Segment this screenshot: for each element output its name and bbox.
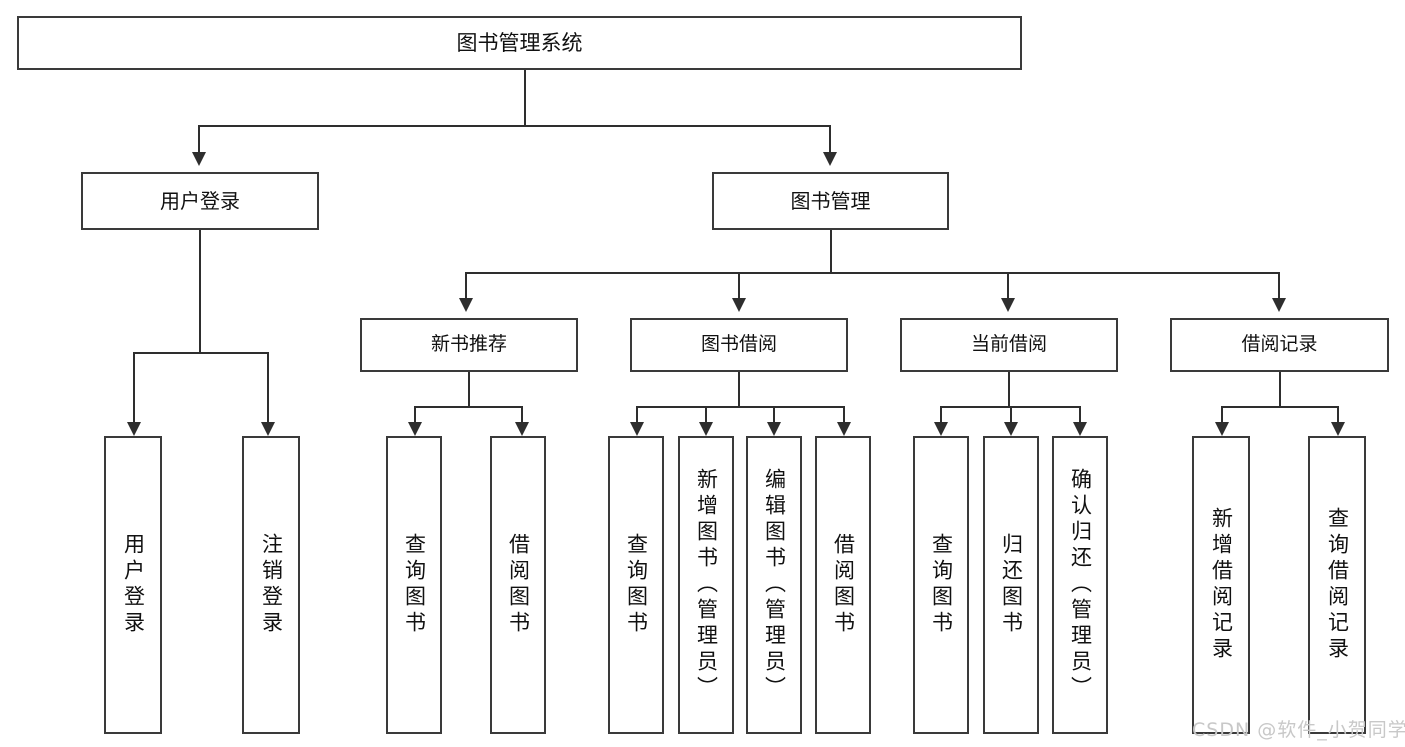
connector-bookborrow-drop-3 <box>773 406 775 422</box>
connector-bookmanage-bar <box>465 272 1279 274</box>
leaf-query-book-recommend[interactable]: 查询图书 <box>386 436 442 734</box>
node-label: 当前借阅 <box>970 333 1047 356</box>
connector-userlogin-drop-1 <box>133 352 135 422</box>
node-label: 图书管理 <box>790 188 871 213</box>
connector-bookmanage-drop-4 <box>1278 272 1280 298</box>
leaf-label: 注销登录 <box>259 533 284 637</box>
node-borrow-record[interactable]: 借阅记录 <box>1170 318 1389 372</box>
connector-newbook-drop-2 <box>521 406 523 422</box>
arrow-to-leaf-logout <box>261 422 275 436</box>
connector-bookborrow-bar <box>636 406 844 408</box>
node-current-borrow[interactable]: 当前借阅 <box>900 318 1118 372</box>
leaf-confirm-return-admin[interactable]: 确认归还（管理员） <box>1052 436 1108 734</box>
arrow-bookborrow-leaf-2 <box>699 422 713 436</box>
arrow-to-borrow-record <box>1272 298 1286 312</box>
connector-borrowrecord-drop-1 <box>1221 406 1223 422</box>
node-user-login[interactable]: 用户登录 <box>81 172 319 230</box>
leaf-user-login[interactable]: 用户登录 <box>104 436 162 734</box>
leaf-add-borrow-record[interactable]: 新增借阅记录 <box>1192 436 1250 734</box>
connector-userlogin-stem <box>199 230 201 352</box>
connector-currentborrow-drop-3 <box>1079 406 1081 422</box>
arrow-currentborrow-leaf-2 <box>1004 422 1018 436</box>
node-label: 图书借阅 <box>700 333 777 356</box>
leaf-label: 用户登录 <box>121 533 146 637</box>
connector-bookborrow-drop-4 <box>843 406 845 422</box>
leaf-edit-book-admin[interactable]: 编辑图书（管理员） <box>746 436 802 734</box>
leaf-add-book-admin[interactable]: 新增图书（管理员） <box>678 436 734 734</box>
connector-bookmanage-drop-1 <box>465 272 467 298</box>
connector-borrowrecord-bar <box>1221 406 1338 408</box>
connector-newbook-bar <box>414 406 522 408</box>
node-label: 用户登录 <box>160 188 240 213</box>
node-root-system[interactable]: 图书管理系统 <box>17 16 1022 70</box>
node-label: 新书推荐 <box>430 333 507 356</box>
leaf-borrow-book-recommend[interactable]: 借阅图书 <box>490 436 546 734</box>
arrow-borrowrecord-leaf-1 <box>1215 422 1229 436</box>
arrow-borrowrecord-leaf-2 <box>1331 422 1345 436</box>
node-label: 图书管理系统 <box>456 30 583 55</box>
leaf-return-book[interactable]: 归还图书 <box>983 436 1039 734</box>
arrow-to-new-book-recommend <box>459 298 473 312</box>
leaf-query-book-current[interactable]: 查询图书 <box>913 436 969 734</box>
connector-bookborrow-drop-1 <box>636 406 638 422</box>
connector-bookmanage-drop-3 <box>1007 272 1009 298</box>
arrow-to-book-borrow <box>732 298 746 312</box>
leaf-label: 借阅图书 <box>506 533 531 637</box>
arrow-to-book-manage <box>823 152 837 166</box>
connector-borrowrecord-drop-2 <box>1337 406 1339 422</box>
connector-root-bar <box>198 125 830 127</box>
node-label: 借阅记录 <box>1241 333 1318 356</box>
arrow-bookborrow-leaf-4 <box>837 422 851 436</box>
node-book-management[interactable]: 图书管理 <box>712 172 949 230</box>
leaf-query-book-borrow[interactable]: 查询图书 <box>608 436 664 734</box>
connector-root-stem <box>524 70 526 125</box>
node-new-book-recommend[interactable]: 新书推荐 <box>360 318 578 372</box>
arrow-newbook-leaf-1 <box>408 422 422 436</box>
connector-currentborrow-drop-2 <box>1010 406 1012 422</box>
connector-bookmanage-stem <box>830 230 832 272</box>
leaf-label: 借阅图书 <box>831 533 856 637</box>
arrow-newbook-leaf-2 <box>515 422 529 436</box>
leaf-label: 查询图书 <box>929 533 954 637</box>
connector-newbook-stem <box>468 372 470 406</box>
connector-bookborrow-stem <box>738 372 740 406</box>
connector-borrowrecord-stem <box>1279 372 1281 406</box>
connector-userlogin-bar <box>133 352 267 354</box>
leaf-label: 查询借阅记录 <box>1325 507 1350 663</box>
arrow-to-user-login <box>192 152 206 166</box>
connector-root-drop-left <box>198 125 200 152</box>
connector-bookmanage-drop-2 <box>738 272 740 298</box>
arrow-bookborrow-leaf-1 <box>630 422 644 436</box>
leaf-label: 新增借阅记录 <box>1209 507 1234 663</box>
arrow-currentborrow-leaf-1 <box>934 422 948 436</box>
connector-currentborrow-drop-1 <box>940 406 942 422</box>
leaf-label: 编辑图书（管理员） <box>762 468 787 702</box>
leaf-label: 新增图书（管理员） <box>694 468 719 702</box>
connector-bookborrow-drop-2 <box>705 406 707 422</box>
connector-newbook-drop-1 <box>414 406 416 422</box>
node-book-borrow[interactable]: 图书借阅 <box>630 318 848 372</box>
leaf-label: 查询图书 <box>402 533 427 637</box>
arrow-bookborrow-leaf-3 <box>767 422 781 436</box>
leaf-borrow-book[interactable]: 借阅图书 <box>815 436 871 734</box>
csdn-watermark: CSDN @软件_小贺同学 <box>1192 719 1405 741</box>
leaf-label: 查询图书 <box>624 533 649 637</box>
connector-root-drop-right <box>829 125 831 152</box>
leaf-label: 归还图书 <box>999 533 1024 637</box>
arrow-currentborrow-leaf-3 <box>1073 422 1087 436</box>
leaf-logout[interactable]: 注销登录 <box>242 436 300 734</box>
connector-currentborrow-stem <box>1008 372 1010 406</box>
leaf-query-borrow-record[interactable]: 查询借阅记录 <box>1308 436 1366 734</box>
leaf-label: 确认归还（管理员） <box>1068 468 1093 702</box>
arrow-to-current-borrow <box>1001 298 1015 312</box>
connector-userlogin-drop-2 <box>267 352 269 422</box>
arrow-to-leaf-user-login <box>127 422 141 436</box>
